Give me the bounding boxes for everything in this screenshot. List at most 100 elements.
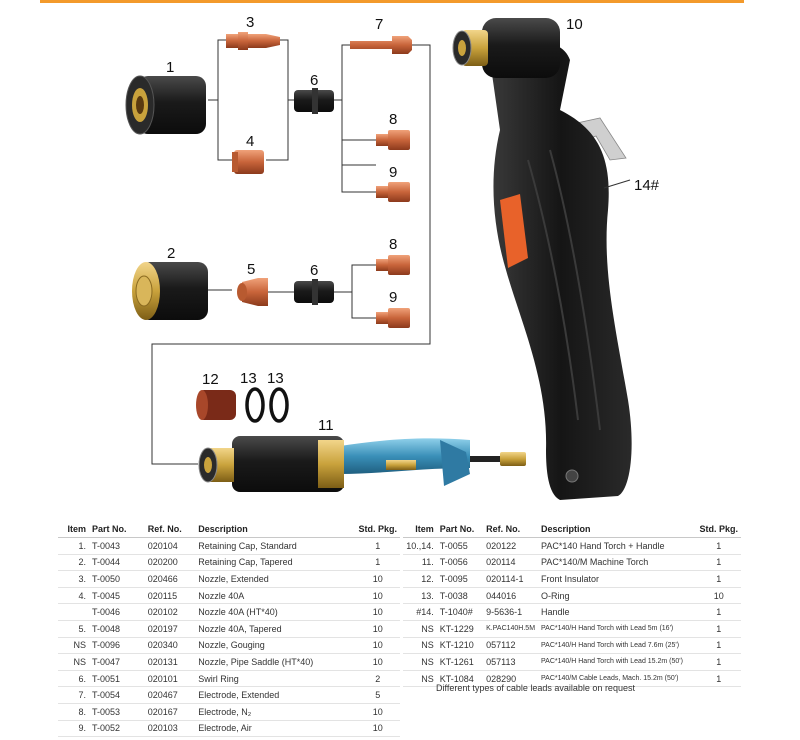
row-ref-no-cell: 020466	[144, 570, 196, 588]
row-description-cell: Handle	[538, 603, 697, 621]
row-item-cell: 5.	[58, 620, 90, 638]
header-ref-no: Ref. No.	[483, 520, 539, 538]
row-item-cell: NS	[403, 620, 437, 638]
row-ref-no-cell: 020200	[144, 554, 196, 572]
row-ref-no-cell: 028290	[483, 670, 539, 688]
retaining-cap-tapered-part	[132, 262, 208, 320]
row-ref-no-cell: 020340	[144, 637, 196, 655]
nozzle-extended-part	[226, 32, 280, 50]
callout-10: 10	[566, 16, 583, 33]
header-part-no: Part No.	[436, 520, 484, 538]
nozzle-tapered-part	[237, 278, 268, 306]
row-std-pkg-cell: 10	[355, 637, 400, 655]
row-description-cell: Nozzle, Pipe Saddle (HT*40)	[195, 653, 356, 671]
row-std-pkg-cell: 1	[696, 554, 741, 572]
electrode-extended-part	[350, 36, 412, 54]
header-ref-no: Ref. No.	[144, 520, 196, 538]
o-ring-parts	[245, 387, 289, 423]
row-part-no-cell: KT-1229	[436, 620, 484, 638]
row-description-cell: Swirl Ring	[195, 670, 356, 688]
row-description-cell: Nozzle 40A (HT*40)	[195, 603, 356, 621]
callout-6b: 6	[310, 262, 318, 279]
row-description-cell: Electrode, N₂	[195, 703, 356, 721]
connector-lines	[151, 39, 431, 465]
row-std-pkg-cell: 5	[355, 686, 400, 704]
parts-table-right: Item Part No. Ref. No. Description Std. …	[403, 520, 741, 688]
header-description: Description	[538, 520, 697, 538]
electrode-n2-part-top	[376, 130, 410, 150]
row-description-cell: Retaining Cap, Standard	[195, 537, 356, 555]
callout-7: 7	[375, 16, 383, 33]
row-std-pkg-cell: 10	[355, 703, 400, 721]
row-description-cell: Nozzle 40A, Tapered	[195, 620, 356, 638]
row-ref-no-cell: 9-5636-1	[483, 603, 539, 621]
row-std-pkg-cell: 10	[355, 603, 400, 621]
row-part-no-cell: T-0046	[89, 603, 145, 621]
row-part-no-cell: T-0052	[89, 720, 145, 738]
electrode-air-part-top	[376, 182, 410, 202]
swirl-ring-part-top	[294, 88, 334, 114]
row-part-no-cell: T-0053	[89, 703, 145, 721]
row-std-pkg-cell: 1	[696, 653, 741, 671]
callout-8a: 8	[389, 111, 397, 128]
callout-9b: 9	[389, 289, 397, 306]
row-description-cell: O-Ring	[538, 587, 697, 605]
callout-13a: 13	[240, 370, 257, 387]
row-std-pkg-cell: 10	[355, 720, 400, 738]
row-item-cell: 4.	[58, 587, 90, 605]
row-std-pkg-cell: 10	[355, 570, 400, 588]
row-description-cell: Electrode, Air	[195, 720, 356, 738]
row-part-no-cell: T-0048	[89, 620, 145, 638]
row-item-cell: 6.	[58, 670, 90, 688]
row-item-cell: 12.	[403, 570, 437, 588]
row-description-cell: PAC*140 Hand Torch + Handle	[538, 537, 697, 555]
row-description-cell: PAC*140/H Hand Torch with Lead 15.2m (50…	[538, 653, 697, 671]
callout-12: 12	[202, 371, 219, 388]
row-item-cell: 11.	[403, 554, 437, 572]
row-item-cell: 13.	[403, 587, 437, 605]
row-ref-no-cell: 057112	[483, 637, 539, 655]
table-header-row: Item Part No. Ref. No. Description Std. …	[403, 520, 741, 538]
row-description-cell: Nozzle, Extended	[195, 570, 356, 588]
row-description-cell: Front Insulator	[538, 570, 697, 588]
exploded-parts-diagram: 1 3 4 6 7 8 9 10 14# 2 5 6 8 9 12 13 13 …	[125, 14, 660, 500]
header-item: Item	[58, 520, 90, 538]
row-ref-no-cell: 020114	[483, 554, 539, 572]
row-part-no-cell: T-1040#	[436, 603, 484, 621]
row-description-cell: PAC*140/H Hand Torch with Lead 5m (16')	[538, 620, 697, 638]
row-part-no-cell: T-0051	[89, 670, 145, 688]
callout-5: 5	[247, 261, 255, 278]
row-ref-no-cell: 020167	[144, 703, 196, 721]
row-part-no-cell: KT-1084	[436, 670, 484, 688]
row-ref-no-cell: 020103	[144, 720, 196, 738]
row-item-cell: 1.	[58, 537, 90, 555]
header-std-pkg: Std. Pkg.	[696, 520, 741, 538]
row-description-cell: PAC*140/H Hand Torch with Lead 7.6m (25'…	[538, 637, 697, 655]
machine-torch-part	[198, 436, 526, 492]
row-std-pkg-cell: 1	[696, 570, 741, 588]
electrode-n2-part-bottom	[376, 255, 410, 275]
header-std-pkg: Std. Pkg.	[355, 520, 400, 538]
row-ref-no-cell: 020467	[144, 686, 196, 704]
row-std-pkg-cell: 2	[355, 670, 400, 688]
callout-9a: 9	[389, 164, 397, 181]
row-part-no-cell: T-0047	[89, 653, 145, 671]
row-std-pkg-cell: 1	[355, 537, 400, 555]
row-ref-no-cell: 020104	[144, 537, 196, 555]
cable-leads-note: Different types of cable leads available…	[436, 683, 635, 693]
row-ref-no-cell: 020102	[144, 603, 196, 621]
row-part-no-cell: T-0054	[89, 686, 145, 704]
